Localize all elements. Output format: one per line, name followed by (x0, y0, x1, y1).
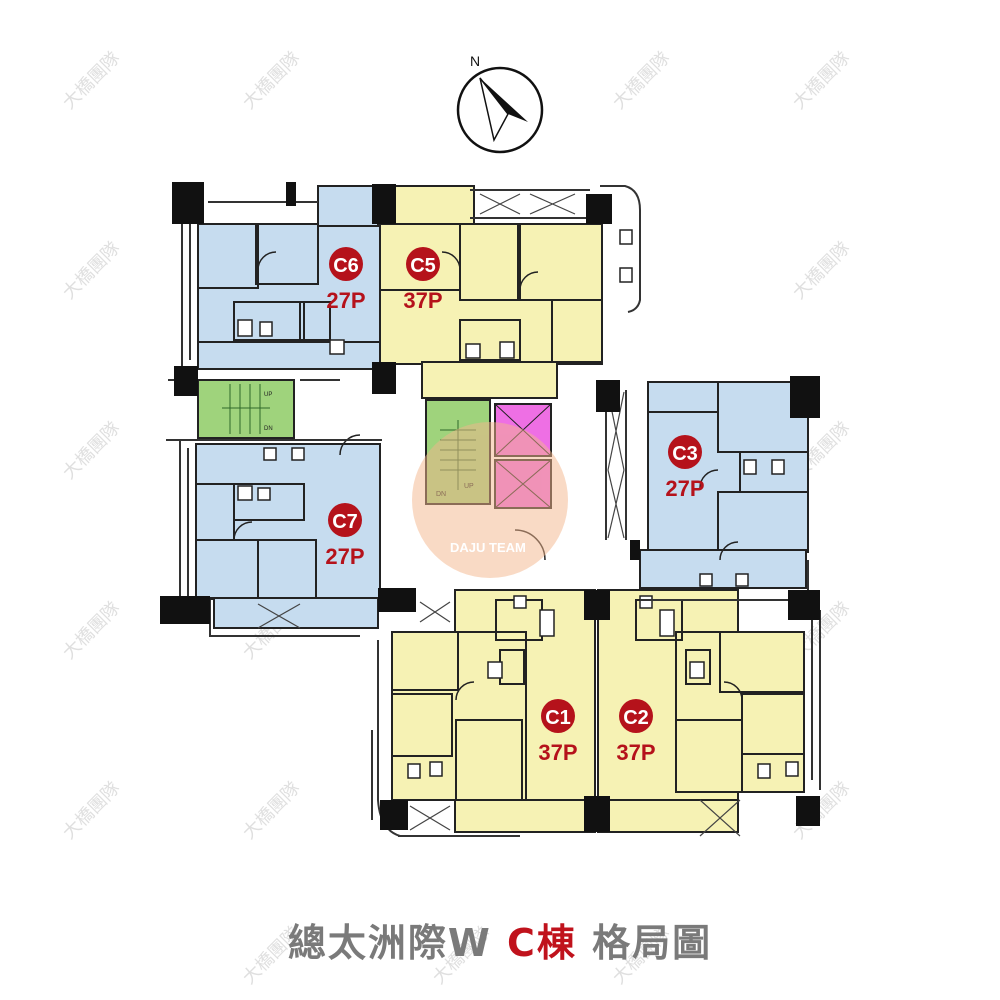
unit-label-c5: C5 37P (403, 247, 443, 313)
unit-badge (329, 247, 363, 281)
balcony-hatching (257, 193, 741, 837)
watermark-text: 大橋團隊 (59, 48, 125, 114)
title-suffix: 格局圖 (576, 921, 713, 965)
unit-code: C2 (623, 707, 649, 729)
watermark-text: 大橋團隊 (789, 48, 855, 114)
unit-label-c7: C7 27P (325, 503, 365, 569)
north-label: N (470, 53, 480, 69)
unit-size: 37P (538, 740, 577, 765)
unit-badge (328, 503, 362, 537)
watermark-text: 大橋團隊 (59, 778, 125, 844)
watermark-text: 大橋團隊 (239, 778, 305, 844)
watermark-text: 大橋團隊 (789, 238, 855, 304)
watermark-text: 大橋團隊 (59, 418, 125, 484)
unit-size: 37P (403, 288, 442, 313)
unit-code: C5 (410, 255, 436, 277)
logo-text: DAJU TEAM (450, 540, 526, 555)
watermark-text: 大橋團隊 (59, 238, 125, 304)
interior-walls (195, 223, 809, 801)
unit-label-c2: C2 37P (616, 699, 656, 765)
stair-up-label: UP (264, 392, 272, 398)
unit-size: 27P (665, 476, 704, 501)
unit-label-c1: C1 37P (538, 699, 578, 765)
unit-code: C6 (333, 255, 359, 277)
north-compass-icon: N (456, 53, 544, 154)
bathroom-fixtures (237, 229, 799, 779)
watermark-text: 大橋團隊 (609, 48, 675, 114)
unit-code: C3 (672, 443, 698, 465)
unit-badge (619, 699, 653, 733)
unit-size: 37P (616, 740, 655, 765)
title-highlight: C棟 (507, 921, 577, 965)
unit-label-c6: C6 27P (326, 247, 366, 313)
daju-team-logo: DAJU TEAM (412, 422, 568, 578)
stair-west: UP DN (197, 379, 295, 439)
unit-badge (668, 435, 702, 469)
plan-title: 總太洲際W C棟 格局圖 (0, 912, 1000, 967)
unit-label-c3: C3 27P (665, 435, 705, 501)
unit-badge (541, 699, 575, 733)
unit-code: C7 (332, 511, 358, 533)
unit-size: 27P (325, 544, 364, 569)
watermark-text: 大橋團隊 (239, 48, 305, 114)
stair-down-label: DN (264, 426, 273, 432)
unit-c7-area (195, 443, 381, 629)
unit-size: 27P (326, 288, 365, 313)
unit-badge (406, 247, 440, 281)
structural-columns (160, 182, 820, 832)
watermark-text: 大橋團隊 (59, 598, 125, 664)
unit-code: C1 (545, 707, 571, 729)
title-prefix: 總太洲際W (287, 921, 508, 965)
